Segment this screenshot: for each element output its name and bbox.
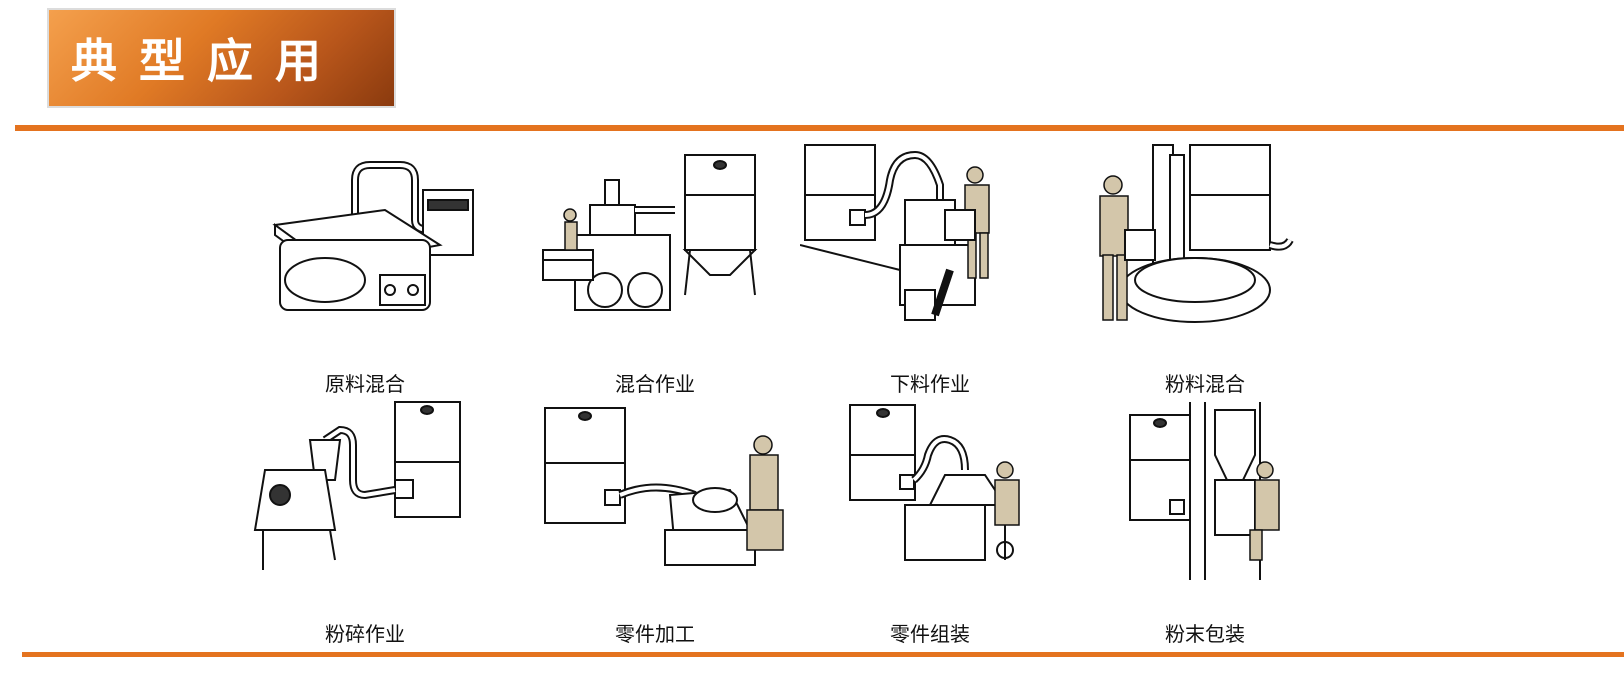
section-title: 典型应用 [71, 34, 343, 88]
application-label: 原料混合 [325, 372, 405, 396]
application-card-parts-assembly: 零件组装 [800, 400, 1060, 650]
application-label: 混合作业 [615, 372, 695, 396]
mixing-operation-illustration [542, 154, 758, 311]
application-label: 零件组装 [890, 622, 970, 646]
application-card-material-mixing: 原料混合 [235, 150, 495, 400]
application-label: 零件加工 [615, 622, 695, 646]
application-card-powder-packaging: 粉末包装 [1075, 400, 1335, 650]
application-label: 粉碎作业 [325, 622, 405, 646]
section-title-banner: 典型应用 [47, 8, 396, 108]
application-label: 粉末包装 [1165, 622, 1245, 646]
application-label: 下料作业 [890, 372, 970, 396]
material-mixing-illustration [272, 161, 474, 311]
powder-packaging-illustration [1129, 402, 1280, 580]
application-label: 粉料混合 [1165, 372, 1245, 396]
bottom-divider [22, 652, 1624, 657]
powder-mixing-illustration [1099, 144, 1294, 323]
application-card-crushing-operation: 粉碎作业 [235, 400, 495, 650]
application-card-parts-machining: 零件加工 [525, 400, 785, 650]
application-card-powder-mixing: 粉料混合 [1075, 130, 1335, 396]
crushing-operation-illustration [253, 401, 461, 570]
parts-machining-illustration [544, 407, 784, 566]
feeding-operation-illustration [800, 144, 990, 321]
top-divider [15, 125, 1624, 131]
application-card-mixing-operation: 混合作业 [525, 150, 785, 400]
parts-assembly-illustration [849, 404, 1020, 561]
application-card-feeding-operation: 下料作业 [800, 130, 1060, 396]
